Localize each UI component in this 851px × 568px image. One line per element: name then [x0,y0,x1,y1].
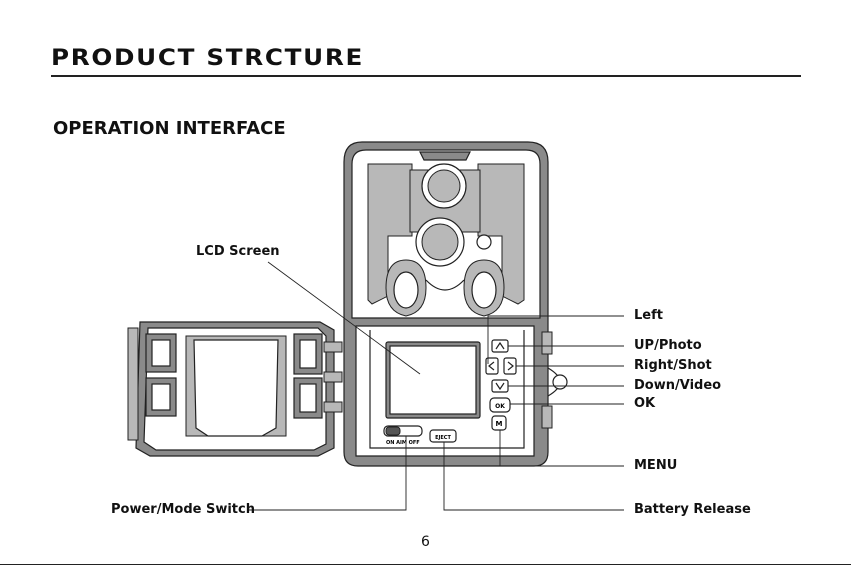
label-menu: MENU [634,458,677,473]
label-battery-release: Battery Release [634,502,751,517]
menu-button-text: M [496,420,503,428]
footer-divider [0,564,851,565]
label-up-photo: UP/Photo [634,338,702,353]
open-door [128,322,342,456]
label-left: Left [634,308,663,323]
label-right-shot: Right/Shot [634,358,712,373]
ok-button-text: OK [495,403,505,410]
up-button[interactable] [492,340,508,352]
page-number: 6 [0,534,851,550]
eject-button-text: EJECT [435,435,451,441]
down-button[interactable] [492,380,508,392]
right-button[interactable] [504,358,516,374]
switch-text: ON AIM OFF [386,440,420,446]
label-down-video: Down/Video [634,378,721,393]
lcd-screen [386,342,480,418]
label-ok: OK [634,396,655,411]
label-lcd-screen: LCD Screen [196,244,280,259]
label-power-mode-switch: Power/Mode Switch [111,502,255,517]
